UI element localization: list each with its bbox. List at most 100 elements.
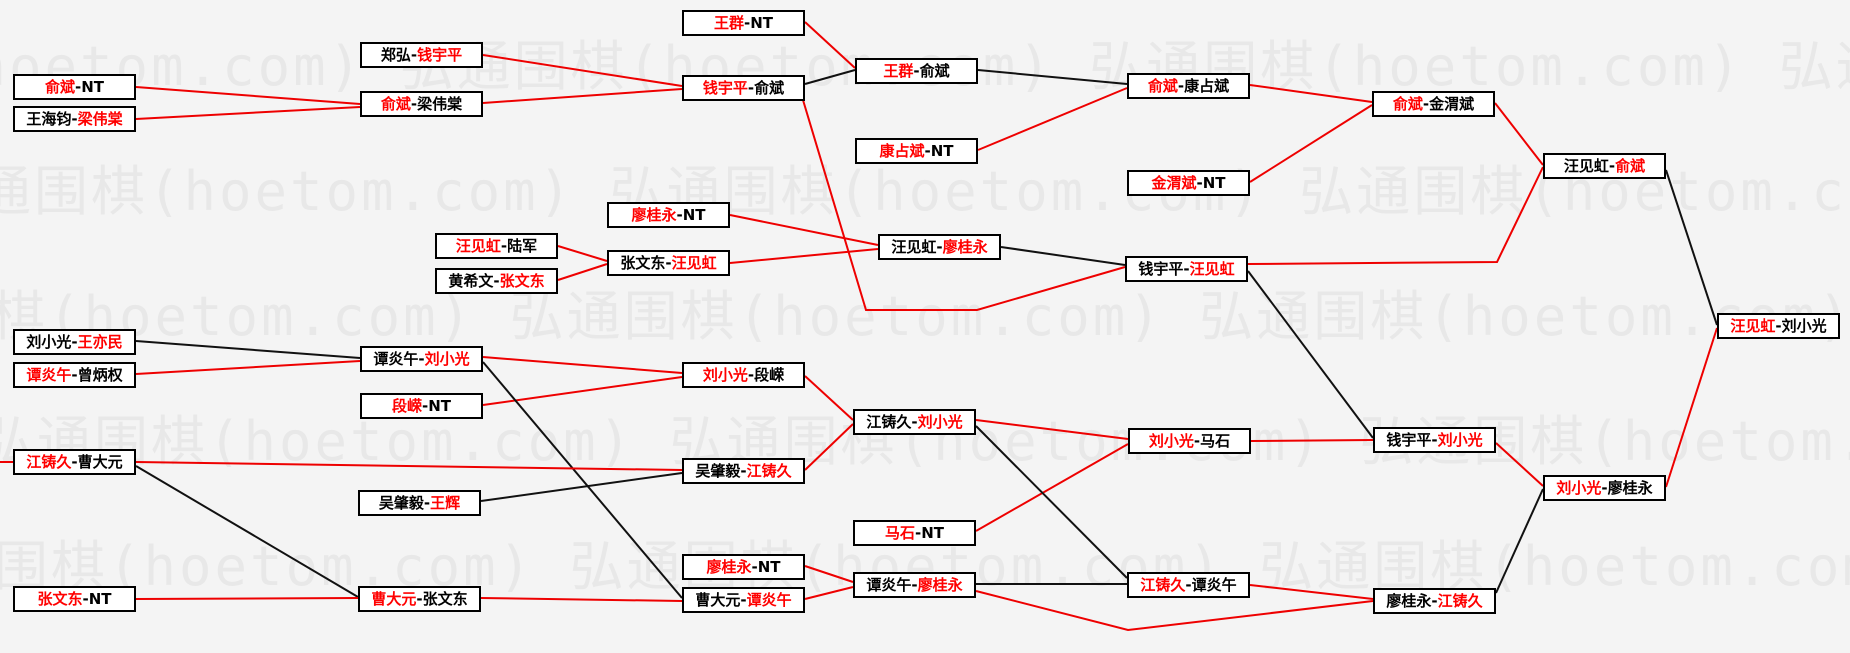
winner-name: 王辉 bbox=[430, 493, 461, 512]
player-name: -NT bbox=[1196, 173, 1226, 192]
player-name: 王海钧- bbox=[26, 109, 78, 128]
bracket-line-red bbox=[804, 423, 854, 471]
winner-name: 江铸久 bbox=[1140, 575, 1186, 594]
bracket-line-red bbox=[557, 263, 608, 281]
player-name: -谭炎午 bbox=[1185, 575, 1237, 594]
match-box-jiangzhujiu-tanyanwu[interactable]: 江铸久-谭炎午 bbox=[1127, 572, 1250, 598]
player-name: 曹大元- bbox=[695, 590, 747, 609]
match-box-mashi-nt[interactable]: 马石-NT bbox=[853, 520, 976, 546]
player-name: -张文东 bbox=[416, 589, 468, 608]
match-box-liaoguiyong-nt-b[interactable]: 廖桂永-NT bbox=[682, 554, 805, 580]
bracket-line-red bbox=[135, 106, 361, 120]
match-box-wangqun-yubin[interactable]: 王群-俞斌 bbox=[855, 58, 978, 84]
winner-name: 廖桂永 bbox=[631, 205, 677, 224]
match-box-zhangwendong-nt[interactable]: 张文东-NT bbox=[13, 586, 136, 612]
player-name: -曹大元 bbox=[71, 452, 123, 471]
bracket-line-red bbox=[729, 248, 879, 264]
match-box-huangxiwen-zhangwendong[interactable]: 黄希文-张文东 bbox=[435, 268, 558, 294]
match-box-tanyanwu-liaoguiyong[interactable]: 谭炎午-廖桂永 bbox=[853, 572, 976, 598]
winner-name: 刘小光 bbox=[702, 365, 748, 384]
match-box-kangzhanbin-nt[interactable]: 康占斌-NT bbox=[855, 138, 978, 164]
match-box-liuxiaoguang-duanrong[interactable]: 刘小光-段嵘 bbox=[682, 362, 805, 388]
winner-name: 谭炎午 bbox=[26, 365, 72, 384]
winner-name: 汪见虹 bbox=[1189, 259, 1235, 278]
bracket-line-red bbox=[557, 245, 608, 262]
match-box-yubin-nt[interactable]: 俞斌-NT bbox=[13, 74, 136, 100]
player-name: 吴肇毅- bbox=[378, 493, 431, 512]
match-box-wangqun-nt[interactable]: 王群-NT bbox=[682, 10, 805, 36]
bracket-line-black bbox=[480, 472, 683, 502]
match-box-zhenghong-qianyuping[interactable]: 郑弘-钱宇平 bbox=[360, 42, 483, 68]
match-box-caodayuan-zhangwendong[interactable]: 曹大元-张文东 bbox=[358, 586, 481, 612]
player-name: -康占斌 bbox=[1177, 76, 1230, 95]
player-name: 谭炎午- bbox=[866, 575, 918, 594]
player-name: 张文东- bbox=[620, 253, 672, 272]
winner-name: 廖桂永 bbox=[942, 237, 988, 256]
match-box-wangjianhong-liuxiaoguang[interactable]: 汪见虹-刘小光 bbox=[1717, 313, 1840, 339]
player-name: 江铸久- bbox=[866, 412, 918, 431]
match-box-wanghaijun-liangweitang[interactable]: 王海钧-梁伟棠 bbox=[13, 106, 136, 132]
match-box-zhangwendong-wangjianhong[interactable]: 张文东-汪见虹 bbox=[607, 250, 730, 276]
match-box-qianyuping-wangjianhong[interactable]: 钱宇平-汪见虹 bbox=[1125, 256, 1248, 282]
match-box-liaoguiyong-nt-a[interactable]: 廖桂永-NT bbox=[607, 202, 730, 228]
winner-name: 段嵘 bbox=[391, 396, 422, 415]
player-name: -俞斌 bbox=[913, 61, 950, 80]
match-box-yubin-liangweitang[interactable]: 俞斌-梁伟棠 bbox=[360, 91, 483, 117]
bracket-line-black bbox=[135, 340, 361, 359]
bracket-line-red bbox=[1494, 102, 1544, 166]
match-box-jiangzhujiu-liuxiaoguang[interactable]: 江铸久-刘小光 bbox=[853, 409, 976, 435]
winner-name: 俞斌 bbox=[380, 94, 411, 113]
match-box-qianyuping-yubin[interactable]: 钱宇平-俞斌 bbox=[682, 75, 805, 101]
match-box-jinweibin-nt[interactable]: 金渭斌-NT bbox=[1127, 170, 1250, 196]
winner-name: 汪见虹 bbox=[671, 253, 717, 272]
match-box-wuzhaoyi-jiangzhujiu[interactable]: 吴肇毅-江铸久 bbox=[682, 458, 805, 484]
winner-name: 汪见虹 bbox=[1730, 316, 1776, 335]
player-name: -NT bbox=[915, 523, 945, 542]
match-box-liuxiaoguang-mashi[interactable]: 刘小光-马石 bbox=[1128, 428, 1251, 454]
bracket-line-red bbox=[482, 356, 683, 374]
player-name: -马石 bbox=[1193, 431, 1231, 450]
match-box-tanyanwu-zengbingquan[interactable]: 谭炎午-曾炳权 bbox=[13, 362, 136, 388]
bracket-line-red bbox=[975, 443, 1129, 532]
winner-name: 钱宇平 bbox=[417, 45, 463, 64]
match-box-wangjianhong-liaoguiyong[interactable]: 汪见虹-廖桂永 bbox=[878, 234, 1001, 260]
winner-name: 刘小光 bbox=[424, 349, 470, 368]
match-box-yubin-jinweibin[interactable]: 俞斌-金渭斌 bbox=[1372, 91, 1495, 117]
match-box-wuzhaoyi-wanghui[interactable]: 吴肇毅-王辉 bbox=[358, 490, 481, 516]
player-name: -NT bbox=[82, 589, 112, 608]
player-name: -NT bbox=[751, 557, 781, 576]
bracket-line-red bbox=[135, 360, 361, 375]
match-box-liuxiaoguang-wangyimin[interactable]: 刘小光-王亦民 bbox=[13, 329, 136, 355]
player-name: -段嵘 bbox=[747, 365, 785, 384]
match-box-tanyanwu-liuxiaoguang[interactable]: 谭炎午-刘小光 bbox=[360, 346, 483, 372]
winner-name: 梁伟棠 bbox=[77, 109, 123, 128]
match-box-wangjianhong-lujun[interactable]: 汪见虹-陆军 bbox=[435, 233, 558, 259]
bracket-line-red bbox=[1495, 442, 1544, 487]
bracket-line-black bbox=[975, 425, 1128, 579]
player-name: 汪见虹- bbox=[1563, 156, 1616, 175]
winner-name: 俞斌 bbox=[1615, 156, 1646, 175]
match-box-liaoguiyong-jiangzhujiu[interactable]: 廖桂永-江铸久 bbox=[1373, 588, 1496, 614]
winner-name: 马石 bbox=[884, 523, 915, 542]
bracket-line-red bbox=[804, 375, 854, 421]
bracket-line-red bbox=[1665, 327, 1718, 488]
winner-name: 俞斌 bbox=[1147, 76, 1178, 95]
bracket-line-black bbox=[135, 465, 359, 598]
match-box-liuxiaoguang-liaoguiyong[interactable]: 刘小光-廖桂永 bbox=[1543, 475, 1666, 501]
match-box-duanrong-nt[interactable]: 段嵘-NT bbox=[360, 393, 483, 419]
bracket-line-red bbox=[135, 461, 683, 471]
bracket-line-red bbox=[482, 54, 683, 87]
player-name: -金渭斌 bbox=[1422, 94, 1475, 113]
bracket-line-red bbox=[975, 590, 1374, 632]
bracket-line-red bbox=[1247, 166, 1544, 265]
winner-name: 金渭斌 bbox=[1151, 173, 1197, 192]
match-box-caodayuan-tanyanwu[interactable]: 曹大元-谭炎午 bbox=[682, 587, 805, 613]
bracket-line-black bbox=[977, 69, 1128, 85]
match-box-wangjianhong-yubin[interactable]: 汪见虹-俞斌 bbox=[1543, 153, 1666, 179]
bracket-line-red bbox=[135, 597, 359, 600]
match-box-qianyuping-liuxiaoguang[interactable]: 钱宇平-刘小光 bbox=[1373, 427, 1496, 453]
match-box-jiangzhujiu-caodayuan[interactable]: 江铸久-曹大元 bbox=[13, 449, 136, 475]
player-name: 谭炎午- bbox=[373, 349, 425, 368]
match-box-yubin-kangzhanbin[interactable]: 俞斌-康占斌 bbox=[1127, 73, 1250, 99]
